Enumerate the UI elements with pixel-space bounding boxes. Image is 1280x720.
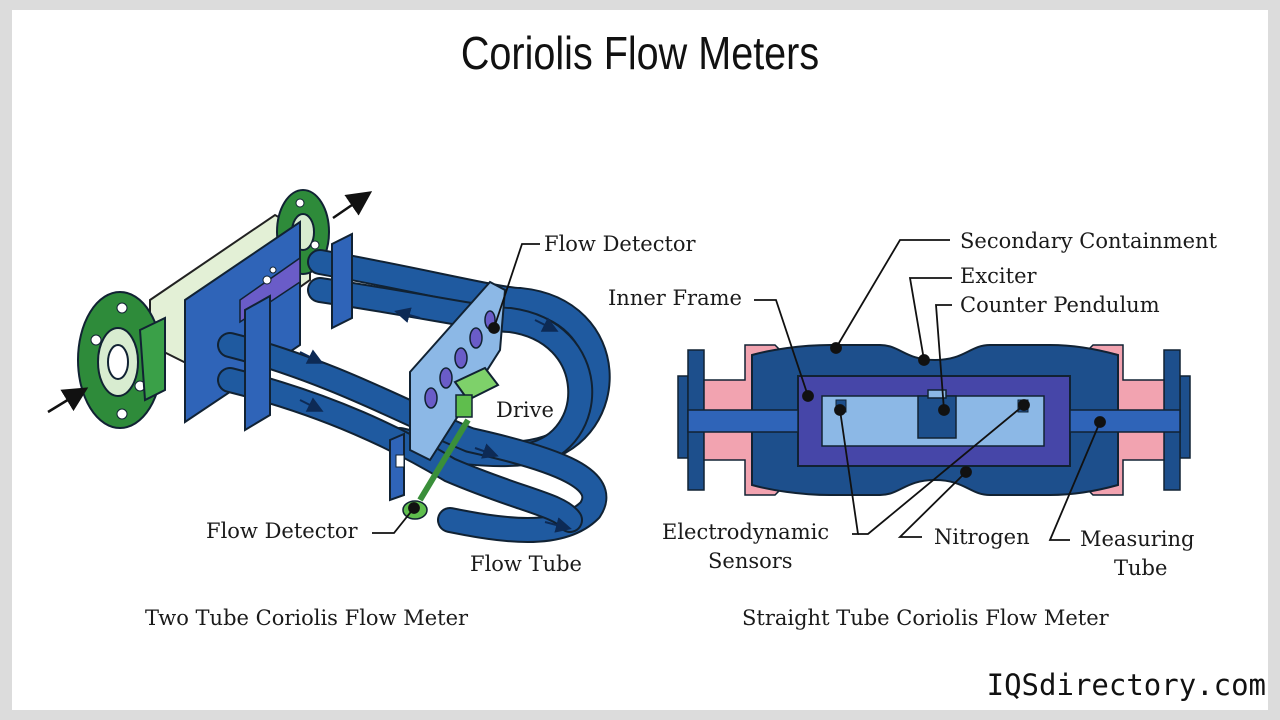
label-flow-detector-bottom: Flow Detector [206, 519, 358, 543]
left-leader-lines [372, 243, 540, 534]
label-nitrogen: Nitrogen [934, 525, 1030, 549]
label-secondary-containment: Secondary Containment [960, 229, 1218, 253]
label-drive: Drive [496, 398, 554, 422]
brand-watermark: IQSdirectory.com [986, 668, 1266, 702]
label-flow-detector-top: Flow Detector [544, 232, 696, 256]
label-sensors: Sensors [708, 549, 793, 573]
label-inner-frame: Inner Frame [608, 286, 742, 310]
straight-tube-meter-illustration [677, 344, 1191, 496]
label-counter-pendulum: Counter Pendulum [960, 293, 1160, 317]
right-leader-lines [754, 239, 1106, 541]
label-flow-tube: Flow Tube [470, 552, 582, 576]
label-tube: Tube [1114, 556, 1168, 580]
label-measuring: Measuring [1080, 527, 1195, 551]
label-electrodynamic: Electrodynamic [662, 520, 830, 544]
label-exciter: Exciter [960, 264, 1037, 288]
caption-straight-tube: Straight Tube Coriolis Flow Meter [742, 606, 1109, 630]
two-tube-meter-illustration [47, 189, 611, 543]
caption-two-tube: Two Tube Coriolis Flow Meter [145, 606, 469, 630]
page-title: Coriolis Flow Meters [460, 27, 820, 79]
inlet-flange [77, 291, 166, 429]
